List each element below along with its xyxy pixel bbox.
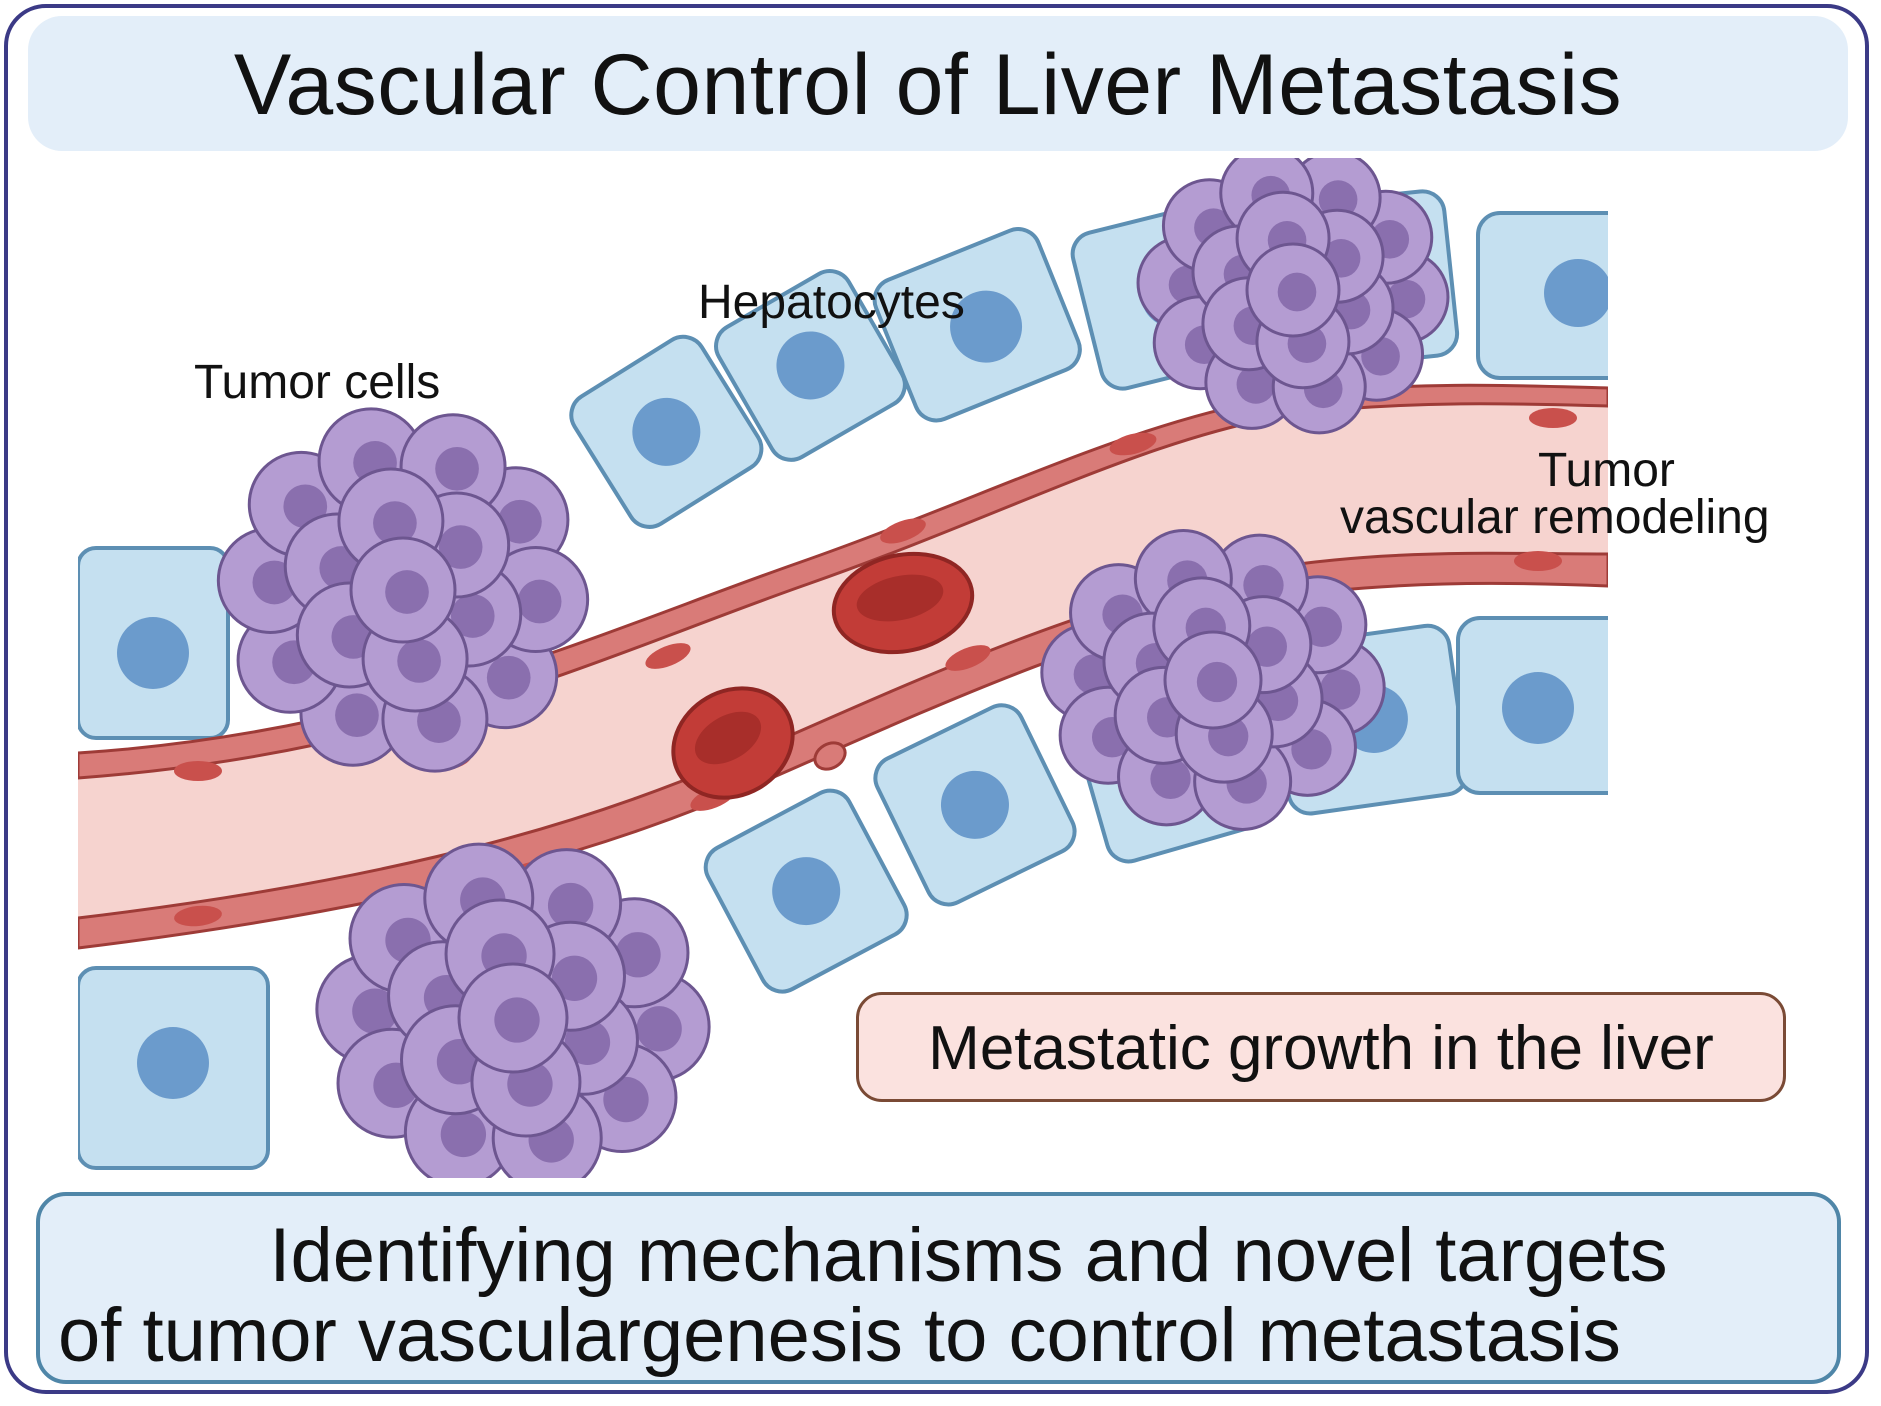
label-tumor-cells: Tumor cells (194, 356, 440, 409)
tumor-cell (349, 536, 457, 644)
callout-text: Metastatic growth in the liver (928, 1014, 1714, 1083)
tumor-cell (1163, 630, 1263, 730)
title-band (28, 16, 1848, 151)
tumor-cell (1245, 242, 1341, 338)
tumor-cluster-top (1136, 158, 1450, 435)
callout-box: Metastatic growth in the liver (856, 992, 1786, 1102)
tumor-cluster-bottom (315, 842, 711, 1178)
tumor-cell (457, 962, 569, 1074)
conclusion-box: Identifying mechanisms and novel targets… (36, 1192, 1841, 1384)
label-hepatocytes: Hepatocytes (698, 276, 965, 329)
vessel-diagram: Hepatocytes Tumor cells Tumor vascular r… (78, 158, 1770, 1178)
label-tumor-remodeling-line1: Tumor (1538, 444, 1675, 497)
label-tumor-remodeling-line2: vascular remodeling (1340, 491, 1770, 544)
tumor-cluster-left (216, 407, 590, 773)
conclusion-line2: of tumor vasculargenesis to control meta… (58, 1293, 1621, 1378)
blood-vessel (78, 383, 1608, 950)
conclusion-line1: Identifying mechanisms and novel targets (269, 1213, 1668, 1298)
figure-title: Vascular Control of Liver Metastasis (233, 37, 1623, 133)
red-blood-cells (671, 551, 975, 800)
figure-frame: Hepatocytes Tumor cells Tumor vascular r… (4, 4, 1869, 1394)
tumor-cluster-right (1040, 529, 1386, 831)
